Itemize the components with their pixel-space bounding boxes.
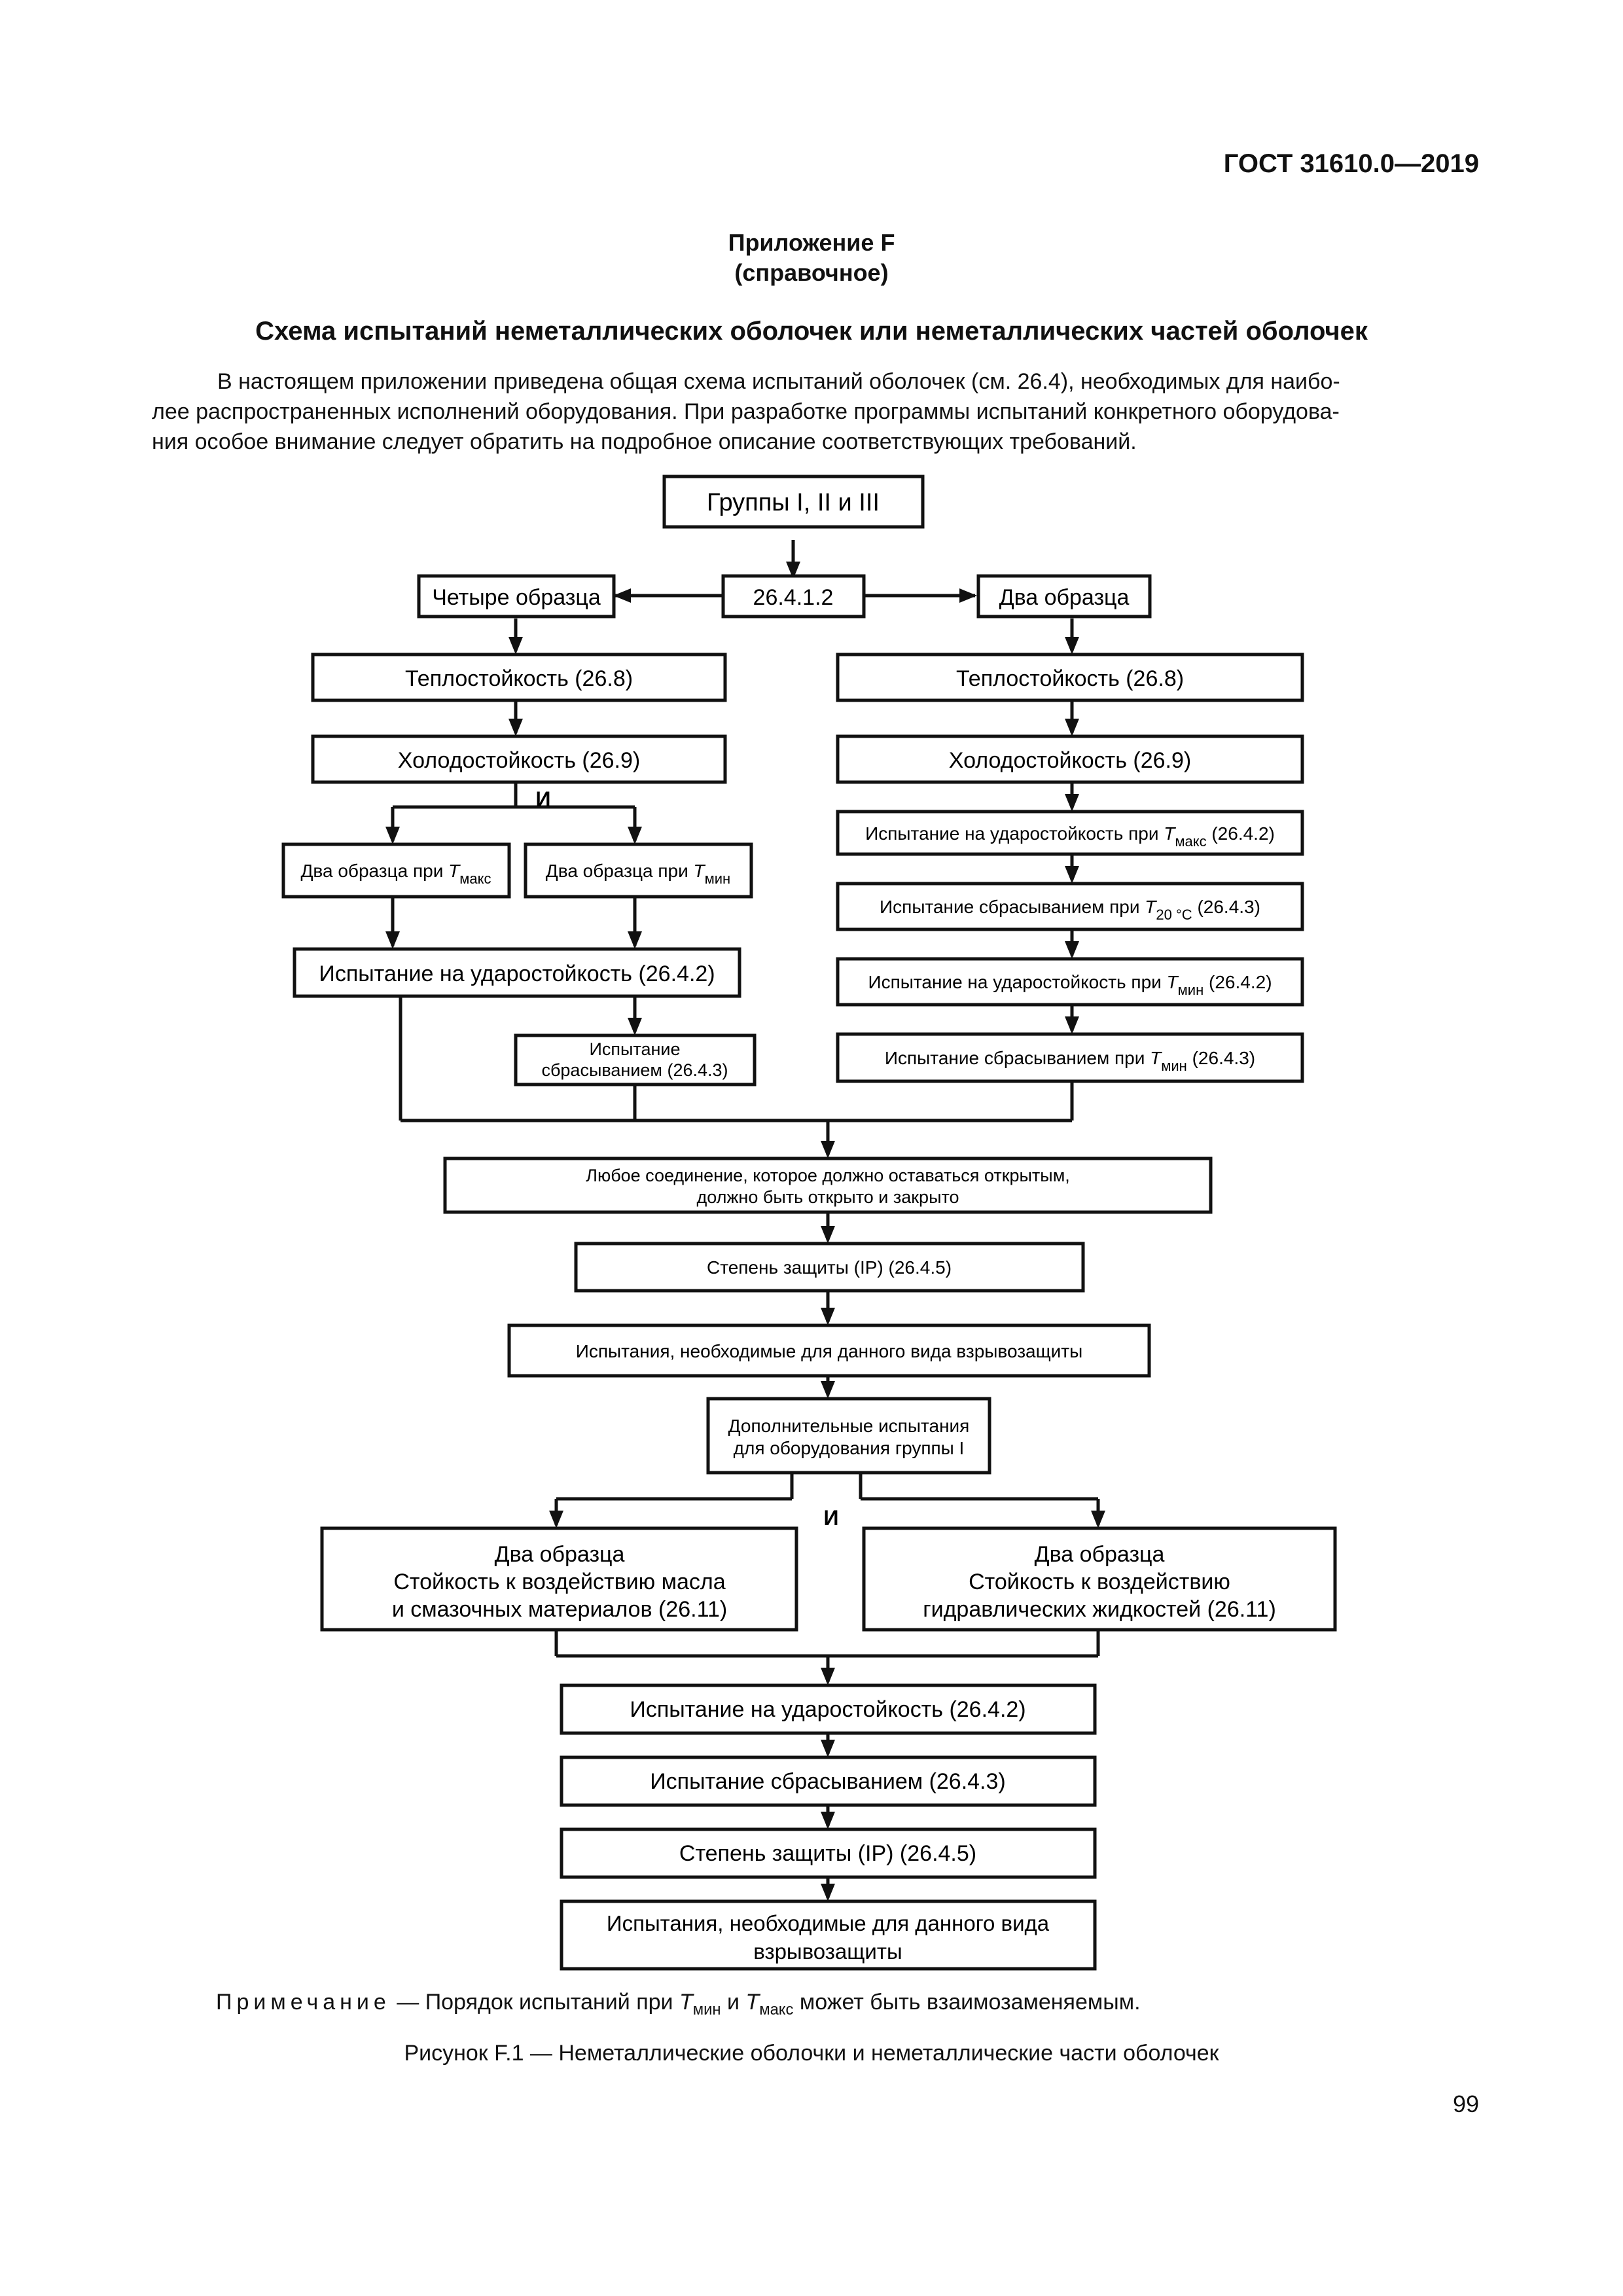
box-label: Испытание на ударостойкость (26.4.2) — [630, 1697, 1026, 1722]
box-label: сбрасыванием (26.4.3) — [541, 1060, 728, 1080]
section-heading: Схема испытаний неметаллических оболочек… — [255, 317, 1368, 346]
box-label: Группы I, II и III — [707, 489, 880, 516]
intro-line: лее распространенных исполнений оборудов… — [152, 399, 1340, 424]
box-label: Холодостойкость (26.9) — [398, 748, 640, 773]
box-label: Испытание сбрасыванием (26.4.3) — [650, 1769, 1006, 1794]
box-label: Дополнительные испытания — [728, 1416, 970, 1436]
box-left-impact: Испытание на ударостойкость (26.4.2) — [293, 947, 741, 998]
box-label: Теплостойкость (26.8) — [956, 666, 1184, 691]
appendix-title: Приложение F — [728, 229, 895, 256]
box-label: 26.4.1.2 — [753, 585, 834, 610]
box-group-i-extra: Дополнительные испытания для оборудовани… — [706, 1397, 991, 1475]
box-label: Испытание на ударостойкость при Tмакс (2… — [865, 823, 1275, 850]
box-left-tmax: Два образца при Tмакс — [281, 842, 511, 899]
appendix-subtitle: (справочное) — [734, 259, 889, 286]
box-label: Испытания, необходимые для данного вида — [607, 1911, 1050, 1935]
box-right-impact-min: Испытание на ударостойкость при Tмин (26… — [836, 957, 1304, 1007]
and-label: И — [536, 787, 551, 811]
and-label: И — [824, 1506, 839, 1530]
box-oil-resistance: Два образца Стойкость к воздействию масл… — [320, 1526, 798, 1632]
box-right-drop-20: Испытание сбрасыванием при T20 °C (26.4.… — [836, 882, 1304, 931]
box-label: Степень защиты (IP) (26.4.5) — [679, 1841, 976, 1866]
box-label: Два образца при Tмакс — [300, 861, 491, 887]
box-left-tmin: Два образца при Tмин — [524, 842, 753, 899]
box-label: Стойкость к воздействию масла — [393, 1570, 725, 1594]
box-label: Два образца — [1035, 1542, 1165, 1567]
box-label: гидравлических жидкостей (26.11) — [923, 1597, 1276, 1622]
box-right-cold: Холодостойкость (26.9) — [836, 734, 1304, 784]
box-label: Испытание сбрасыванием при Tмин (26.4.3) — [885, 1048, 1255, 1074]
figure-caption: Рисунок F.1 — Неметаллические оболочки и… — [404, 2041, 1219, 2066]
box-label: Степень защиты (IP) (26.4.5) — [707, 1257, 952, 1278]
box-label: Четыре образца — [432, 585, 601, 610]
box-ip-2: Степень защиты (IP) (26.4.5) — [560, 1827, 1097, 1879]
box-split: 26.4.1.2 — [721, 574, 866, 619]
box-label: Два образца — [999, 585, 1130, 610]
box-label: Два образца — [495, 1542, 625, 1567]
box-right-samples: Два образца — [976, 574, 1152, 619]
box-left-heat: Теплостойкость (26.8) — [311, 653, 727, 702]
box-label: Стойкость к воздействию — [969, 1570, 1230, 1594]
box-label: Испытание на ударостойкость (26.4.2) — [319, 961, 715, 986]
figure-note: Примечание — Порядок испытаний при Tмин … — [216, 1990, 1141, 2018]
box-label: Испытание — [589, 1039, 680, 1059]
box-left-cold: Холодостойкость (26.9) — [311, 734, 727, 784]
box-label: Испытание сбрасыванием при T20 °C (26.4.… — [880, 897, 1260, 923]
box-label: Два образца при Tмин — [546, 861, 730, 887]
box-ex-tests-1: Испытания, необходимые для данного вида … — [507, 1323, 1151, 1378]
intro-paragraph: В настоящем приложении приведена общая с… — [152, 367, 1474, 457]
box-label: для оборудования группы I — [734, 1438, 965, 1458]
box-label: должно быть открыто и закрыто — [696, 1187, 959, 1207]
box-drop-2: Испытание сбрасыванием (26.4.3) — [560, 1755, 1097, 1807]
page-number: 99 — [1452, 2090, 1479, 2117]
box-impact-2: Испытание на ударостойкость (26.4.2) — [560, 1683, 1097, 1735]
document-number: ГОСТ 31610.0—2019 — [1223, 149, 1479, 178]
box-hydraulic-resistance: Два образца Стойкость к воздействию гидр… — [862, 1526, 1337, 1632]
box-joint: Любое соединение, которое должно остават… — [443, 1157, 1213, 1214]
box-label: Испытания, необходимые для данного вида … — [576, 1341, 1083, 1361]
box-label: Испытание на ударостойкость при Tмин (26… — [868, 972, 1272, 998]
box-ip-1: Степень защиты (IP) (26.4.5) — [574, 1242, 1085, 1293]
box-left-drop: Испытание сбрасыванием (26.4.3) — [514, 1033, 757, 1086]
intro-line: В настоящем приложении приведена общая с… — [217, 369, 1340, 394]
box-label: Теплостойкость (26.8) — [405, 666, 633, 691]
box-ex-tests-2: Испытания, необходимые для данного вида … — [560, 1899, 1097, 1971]
box-right-heat: Теплостойкость (26.8) — [836, 653, 1304, 702]
box-label: взрывозащиты — [753, 1939, 902, 1964]
box-label: Холодостойкость (26.9) — [949, 748, 1191, 773]
arrowheads — [385, 562, 1105, 1901]
box-label: и смазочных материалов (26.11) — [392, 1597, 727, 1622]
intro-line: ния особое внимание следует обратить на … — [152, 429, 1137, 454]
box-left-samples: Четыре образца — [417, 574, 616, 619]
box-right-impact-max: Испытание на ударостойкость при Tмакс (2… — [836, 810, 1304, 856]
box-top: Группы I, II и III — [662, 475, 925, 529]
box-right-drop-min: Испытание сбрасыванием при Tмин (26.4.3) — [836, 1032, 1304, 1083]
box-label: Любое соединение, которое должно остават… — [586, 1166, 1070, 1185]
